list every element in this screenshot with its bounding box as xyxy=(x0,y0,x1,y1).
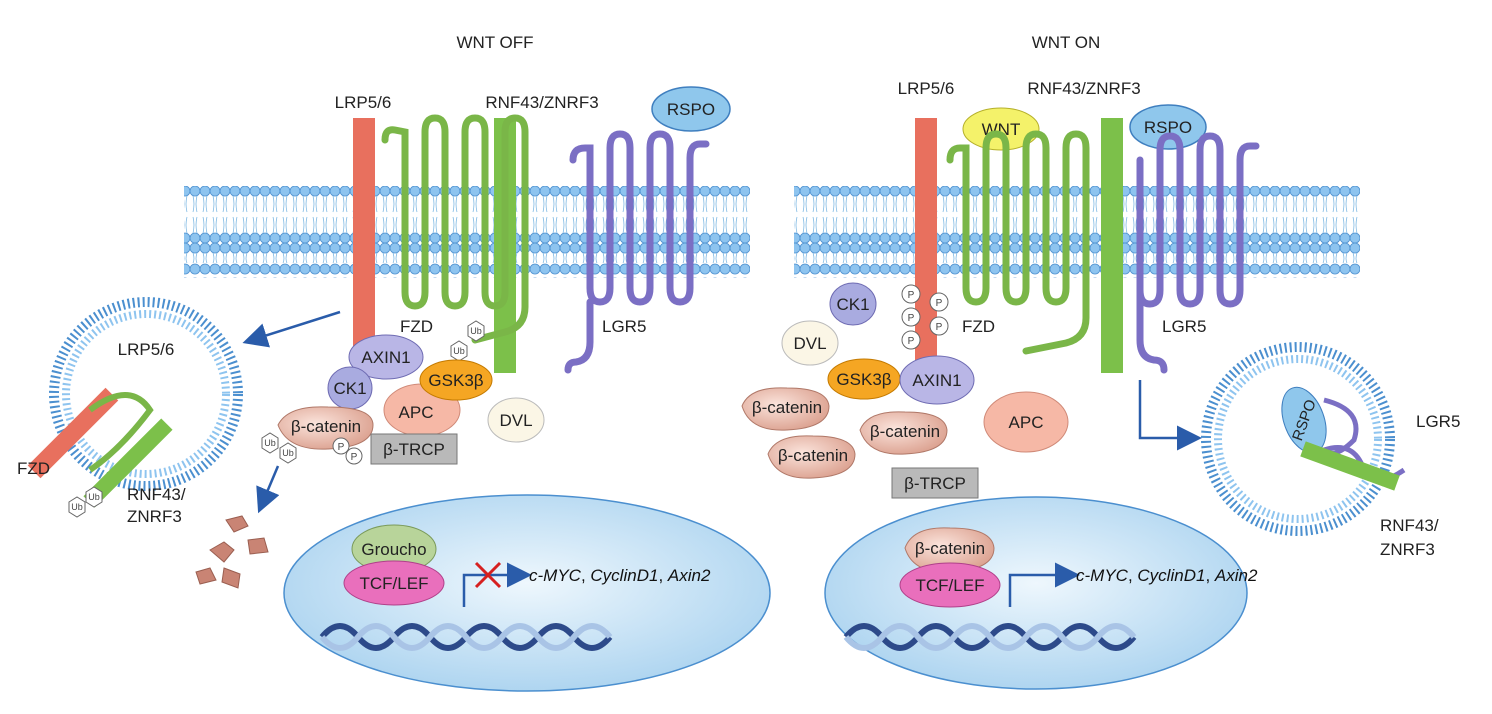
lrp-receptor-off xyxy=(353,118,375,348)
svg-text:RNF43/: RNF43/ xyxy=(1380,516,1439,535)
svg-text:β-catenin: β-catenin xyxy=(915,539,985,558)
svg-text:TCF/LEF: TCF/LEF xyxy=(916,576,985,595)
svg-text:β-TRCP: β-TRCP xyxy=(383,440,445,459)
svg-text:P: P xyxy=(908,313,915,324)
svg-text:β-catenin: β-catenin xyxy=(291,417,361,436)
rnf-receptor-on xyxy=(1101,118,1123,373)
nucleus-on xyxy=(825,497,1247,689)
svg-text:P: P xyxy=(338,442,345,453)
wnt-off-panel: WNT OFF LRP5/6 RNF43/ZNRF3 FZD LGR5 RSPO… xyxy=(17,33,770,691)
svg-text:APC: APC xyxy=(399,403,434,422)
wnt-off-title: WNT OFF xyxy=(456,33,533,52)
svg-text:Ub: Ub xyxy=(470,326,482,336)
internalization-arrow-off xyxy=(252,312,340,340)
ub-tags-endosome-off: Ub Ub xyxy=(69,487,102,517)
svg-text:FZD: FZD xyxy=(962,317,995,336)
svg-text:P: P xyxy=(936,322,943,333)
svg-text:DVL: DVL xyxy=(499,411,532,430)
lgr5-receptor-on xyxy=(1140,136,1256,304)
svg-text:APC: APC xyxy=(1009,413,1044,432)
svg-text:ZNRF3: ZNRF3 xyxy=(1380,540,1435,559)
svg-text:β-catenin: β-catenin xyxy=(778,446,848,465)
endosome-off xyxy=(28,302,238,508)
svg-text:RNF43/: RNF43/ xyxy=(127,485,186,504)
wnt-on-panel: WNT ON LRP5/6 P P P P P WNT FZD RNF43/ZN… xyxy=(742,33,1460,689)
degradation-arrow-off xyxy=(262,466,278,504)
plasma-membrane-on xyxy=(794,186,1360,278)
degraded-bcatenin-fragments xyxy=(196,516,268,588)
svg-text:P: P xyxy=(908,336,915,347)
svg-text:CK1: CK1 xyxy=(836,295,869,314)
svg-text:P: P xyxy=(936,298,943,309)
svg-text:GSK3β: GSK3β xyxy=(836,370,891,389)
svg-text:Ub: Ub xyxy=(71,502,83,512)
svg-text:FZD: FZD xyxy=(17,459,50,478)
target-genes-on: c-MYC, CyclinD1, Axin2 xyxy=(1076,566,1258,585)
internalization-arrow-on xyxy=(1140,380,1192,438)
svg-text:GSK3β: GSK3β xyxy=(428,371,483,390)
svg-text:Ub: Ub xyxy=(282,448,294,458)
svg-text:LGR5: LGR5 xyxy=(1162,317,1206,336)
svg-text:Ub: Ub xyxy=(88,492,100,502)
svg-text:β-catenin: β-catenin xyxy=(752,398,822,417)
svg-text:LGR5: LGR5 xyxy=(1416,412,1460,431)
svg-text:Ub: Ub xyxy=(264,438,276,448)
svg-text:β-catenin: β-catenin xyxy=(870,422,940,441)
svg-text:P: P xyxy=(351,452,358,463)
svg-text:LRP5/6: LRP5/6 xyxy=(898,79,955,98)
svg-text:LRP5/6: LRP5/6 xyxy=(118,340,175,359)
svg-text:DVL: DVL xyxy=(793,334,826,353)
svg-text:β-TRCP: β-TRCP xyxy=(904,474,966,493)
lgr5-label-off: LGR5 xyxy=(602,317,646,336)
wnt-on-title: WNT ON xyxy=(1032,33,1101,52)
svg-text:AXIN1: AXIN1 xyxy=(912,371,961,390)
rspo-label-off: RSPO xyxy=(667,100,715,119)
svg-text:TCF/LEF: TCF/LEF xyxy=(360,574,429,593)
svg-text:P: P xyxy=(908,290,915,301)
target-genes-off: c-MYC, CyclinD1, Axin2 xyxy=(529,566,711,585)
svg-text:Ub: Ub xyxy=(453,346,465,356)
svg-text:ZNRF3: ZNRF3 xyxy=(127,507,182,526)
svg-text:AXIN1: AXIN1 xyxy=(361,348,410,367)
fzd-label-off: FZD xyxy=(400,317,433,336)
lrp-label-off: LRP5/6 xyxy=(335,93,392,112)
rnf-label-off: RNF43/ZNRF3 xyxy=(485,93,598,112)
svg-text:Groucho: Groucho xyxy=(361,540,426,559)
svg-text:CK1: CK1 xyxy=(333,379,366,398)
svg-text:RNF43/ZNRF3: RNF43/ZNRF3 xyxy=(1027,79,1140,98)
